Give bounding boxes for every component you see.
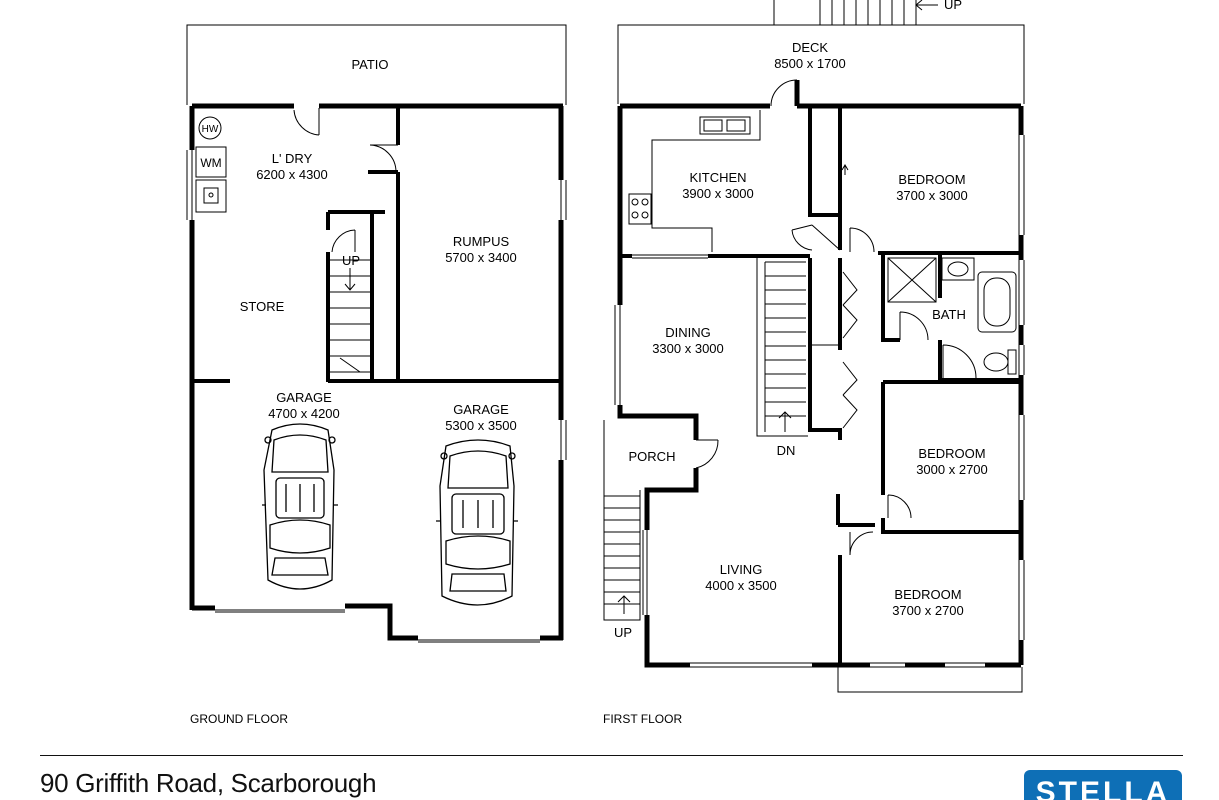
porch-stair-up-label: UP bbox=[614, 625, 632, 640]
ground-floor-labels: PATIO HW WM L' DRY 6200 x 4300 RUMPUS 57… bbox=[190, 57, 517, 726]
hot-water-label: HW bbox=[202, 124, 219, 135]
bedroom-1-size: 3700 x 3000 bbox=[896, 188, 968, 203]
ground-floor-plan bbox=[186, 24, 567, 643]
porch-stairs bbox=[603, 420, 641, 621]
laundry-size: 6200 x 4300 bbox=[256, 167, 328, 182]
ground-interior-walls bbox=[192, 108, 561, 383]
deck-label: DECK bbox=[792, 40, 828, 55]
living-label: LIVING bbox=[720, 562, 763, 577]
agency-logo: STELLA bbox=[1024, 770, 1182, 800]
kitchen-label: KITCHEN bbox=[689, 170, 746, 185]
bedroom-3-label: BEDROOM bbox=[894, 587, 961, 602]
bedroom-3-size: 3700 x 2700 bbox=[892, 603, 964, 618]
deck-outline bbox=[617, 24, 1025, 104]
living-size: 4000 x 3500 bbox=[705, 578, 777, 593]
bedroom-1-label: BEDROOM bbox=[898, 172, 965, 187]
first-doors bbox=[695, 79, 977, 556]
garage-left-label: GARAGE bbox=[276, 390, 332, 405]
bedroom-2-size: 3000 x 2700 bbox=[916, 462, 988, 477]
first-floor-plan bbox=[603, 0, 1025, 693]
garage-right-label: GARAGE bbox=[453, 402, 509, 417]
property-address: 90 Griffith Road, Scarborough bbox=[40, 768, 377, 798]
dining-label: DINING bbox=[665, 325, 711, 340]
dining-size: 3300 x 3000 bbox=[652, 341, 724, 356]
washing-machine-label: WM bbox=[200, 156, 221, 170]
kitchen-size: 3900 x 3000 bbox=[682, 186, 754, 201]
first-exterior-walls bbox=[617, 80, 1024, 668]
ground-stairs bbox=[330, 259, 370, 373]
laundry-fixtures bbox=[195, 116, 227, 213]
rumpus-size: 5700 x 3400 bbox=[445, 250, 517, 265]
ground-windows bbox=[186, 150, 567, 643]
ground-exterior-walls bbox=[189, 103, 564, 641]
bath-fixtures bbox=[887, 257, 1017, 375]
bath-label: BATH bbox=[932, 307, 966, 322]
garage-right-size: 5300 x 3500 bbox=[445, 418, 517, 433]
garage-left-size: 4700 x 4200 bbox=[268, 406, 340, 421]
car-right bbox=[436, 439, 518, 606]
porch-label: PORCH bbox=[629, 449, 676, 464]
patio-label: PATIO bbox=[351, 57, 388, 72]
laundry-label: L' DRY bbox=[272, 151, 313, 166]
stair-down-label: DN bbox=[777, 443, 796, 458]
first-main-stairs bbox=[756, 258, 808, 437]
rumpus-label: RUMPUS bbox=[453, 234, 510, 249]
first-floor-labels: DECK 8500 x 1700 UP KITCHEN 3900 x 3000 … bbox=[603, 0, 988, 726]
bedroom-2-label: BEDROOM bbox=[918, 446, 985, 461]
deck-stairs bbox=[773, 0, 938, 25]
deck-stair-up-label: UP bbox=[944, 0, 962, 12]
footer-divider bbox=[40, 755, 1183, 756]
floor-plan: PATIO HW WM L' DRY 6200 x 4300 RUMPUS 57… bbox=[186, 0, 1025, 726]
patio-outline bbox=[186, 24, 567, 105]
car-left bbox=[262, 423, 338, 590]
kitchen-fixtures bbox=[628, 110, 761, 252]
linen-closets bbox=[810, 271, 858, 429]
first-windows bbox=[614, 103, 1025, 693]
ground-stair-up-label: UP bbox=[342, 253, 360, 268]
agency-logo-text: STELLA bbox=[1035, 776, 1171, 800]
first-interior-walls bbox=[620, 106, 1021, 665]
first-floor-title: FIRST FLOOR bbox=[603, 712, 682, 726]
store-label: STORE bbox=[240, 299, 285, 314]
ground-doors bbox=[293, 108, 398, 253]
deck-size: 8500 x 1700 bbox=[774, 56, 846, 71]
ground-floor-title: GROUND FLOOR bbox=[190, 712, 288, 726]
